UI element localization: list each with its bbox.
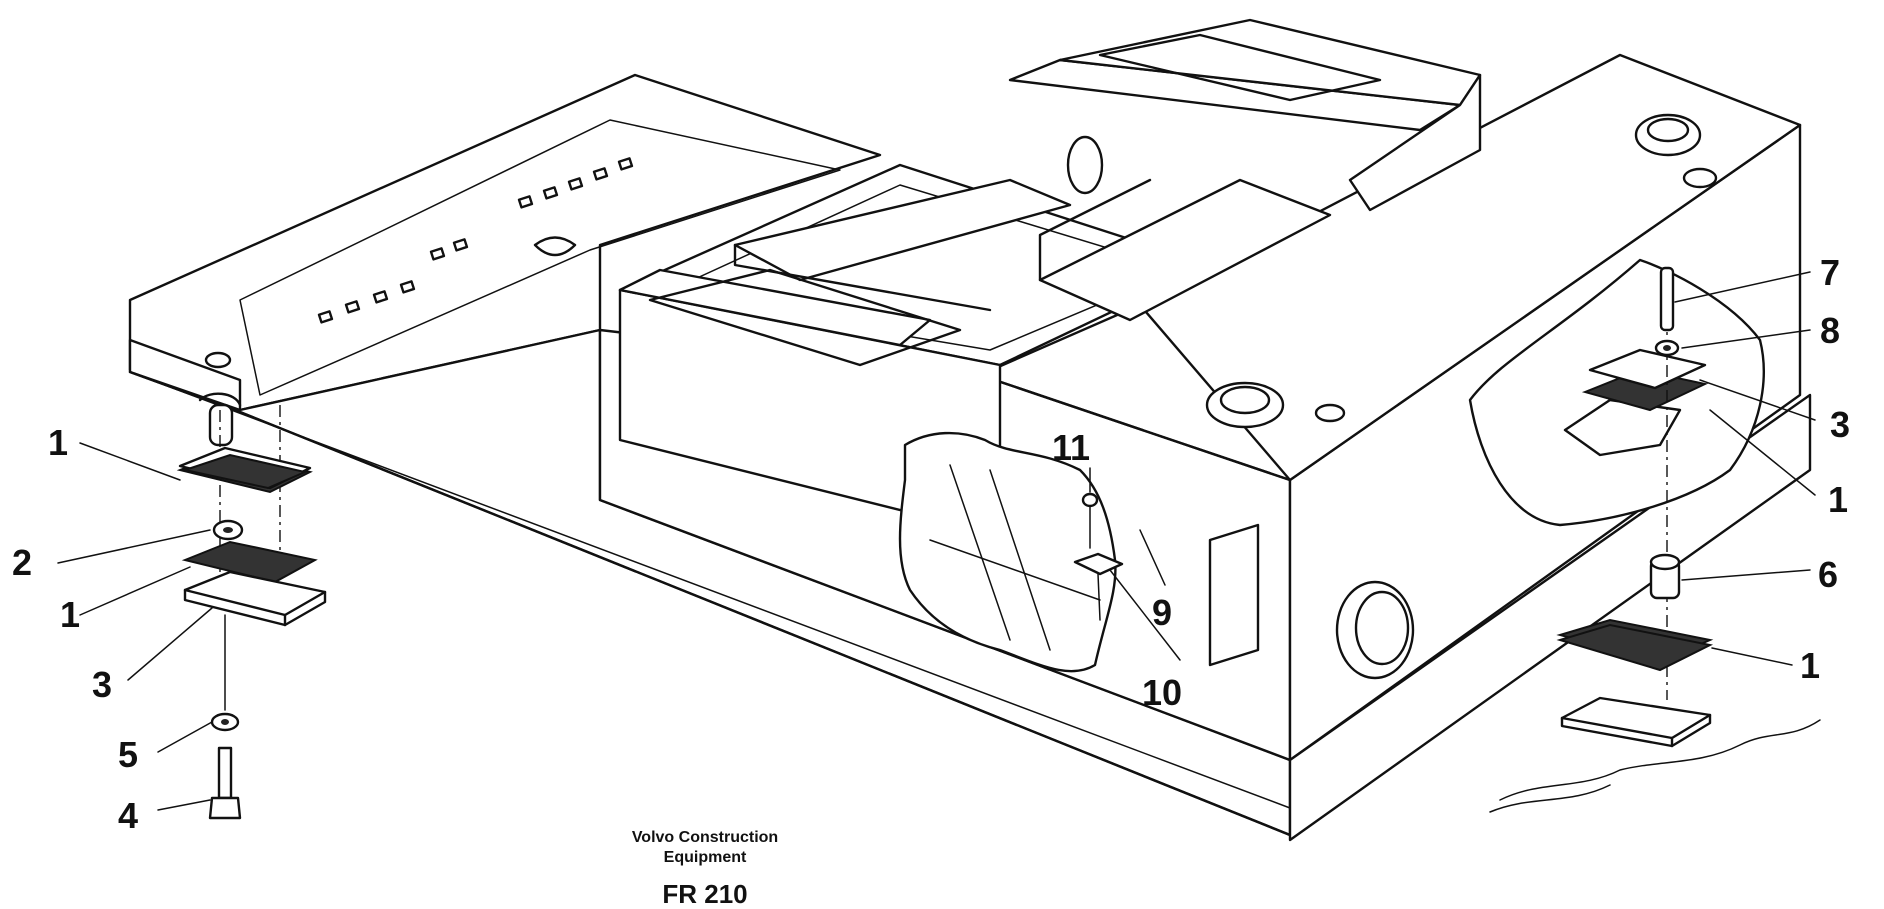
callout-7-right: 7 (1820, 252, 1840, 293)
upper-frame (128, 18, 1812, 842)
callout-5-left: 5 (118, 734, 138, 775)
callout-8-right: 8 (1820, 310, 1840, 351)
callout-10-center: 10 (1142, 672, 1182, 713)
leader-lines (57, 271, 1816, 811)
right-mount-assembly (1489, 266, 1821, 813)
model-label: FR 210 (662, 879, 747, 909)
manufacturer-line-1: Volvo Construction (632, 829, 778, 846)
deck-slots (317, 157, 634, 324)
callout-1-right-top: 1 (1828, 479, 1848, 520)
left-mount-assembly (176, 405, 327, 820)
caption-block: Volvo Construction Equipment FR 210 (632, 829, 778, 909)
callout-2-left: 2 (12, 542, 32, 583)
center-fastener (1073, 492, 1124, 621)
callout-3-left: 3 (92, 664, 112, 705)
callout-3-right: 3 (1830, 404, 1850, 445)
callout-6-right: 6 (1818, 554, 1838, 595)
callout-9-center: 9 (1152, 592, 1172, 633)
callouts: 1 2 1 3 5 4 11 9 10 7 8 3 1 6 1 (12, 252, 1850, 836)
callout-1-left-mid: 1 (60, 594, 80, 635)
callout-1-right-bottom: 1 (1800, 645, 1820, 686)
round-ports (204, 113, 1718, 680)
callout-4-left: 4 (118, 795, 138, 836)
callout-1-left-top: 1 (48, 422, 68, 463)
callout-11-center: 11 (1052, 427, 1090, 468)
manufacturer-line-2: Equipment (664, 849, 747, 866)
